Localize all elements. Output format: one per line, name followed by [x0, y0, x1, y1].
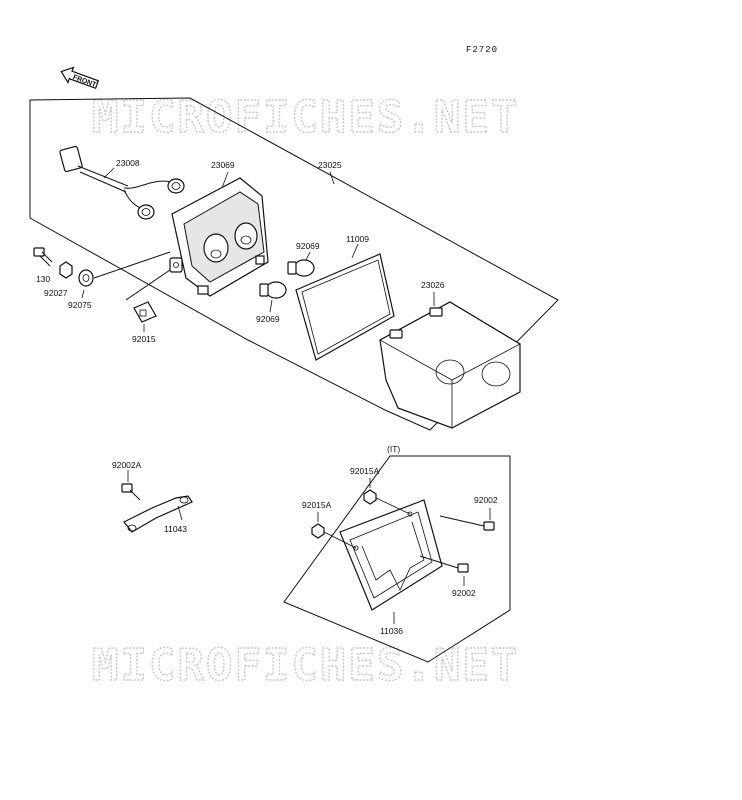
label-92015a-upper: 92015A [350, 466, 380, 476]
label-92027: 92027 [44, 288, 68, 298]
bulb-92069-lower [259, 281, 287, 299]
socket-harness-23008 [59, 145, 185, 220]
nut-92015a-left [311, 523, 325, 539]
label-130: 130 [36, 274, 50, 284]
bolt-92002-lower [419, 555, 469, 573]
label-23008: 23008 [116, 158, 140, 168]
nut-92027 [59, 261, 73, 279]
assembly-outline-taillight [29, 97, 559, 431]
region-note-it: (IT) [387, 444, 400, 454]
label-11043: 11043 [164, 524, 187, 534]
bolt-92002-right [439, 515, 495, 531]
watermark-bottom: MICROFICHES.NET [92, 640, 519, 691]
label-92069-upper: 92069 [296, 241, 320, 251]
label-92002-right: 92002 [474, 495, 498, 505]
bulb-92069-upper [287, 259, 315, 277]
label-92069-lower: 92069 [256, 314, 280, 324]
front-arrow-icon: FRONT [60, 66, 100, 89]
lamp-housing-23069 [169, 177, 269, 297]
bolt-130 [33, 247, 53, 267]
gasket-11009 [295, 253, 395, 361]
assembly-outline-plate-bracket [283, 455, 511, 663]
label-23069: 23069 [211, 160, 235, 170]
bracket-11043 [123, 495, 193, 533]
grommet-92075 [78, 269, 94, 287]
label-11009: 11009 [346, 234, 369, 244]
plate-bracket-11036 [339, 499, 443, 611]
label-11036: 11036 [380, 626, 403, 636]
lens-23026 [379, 301, 521, 429]
bolt-92002a [121, 483, 141, 501]
label-92015a-left: 92015A [302, 500, 332, 510]
label-92002a: 92002A [112, 460, 142, 470]
figure-code: F2720 [466, 45, 498, 55]
label-23025: 23025 [318, 160, 342, 170]
label-92015: 92015 [132, 334, 156, 344]
label-23026: 23026 [421, 280, 445, 290]
clip-92015 [133, 301, 157, 323]
watermark-top: MICROFICHES.NET [92, 92, 519, 143]
label-92075: 92075 [68, 300, 92, 310]
nut-92015a-upper [363, 489, 377, 505]
label-92002-lower: 92002 [452, 588, 476, 598]
